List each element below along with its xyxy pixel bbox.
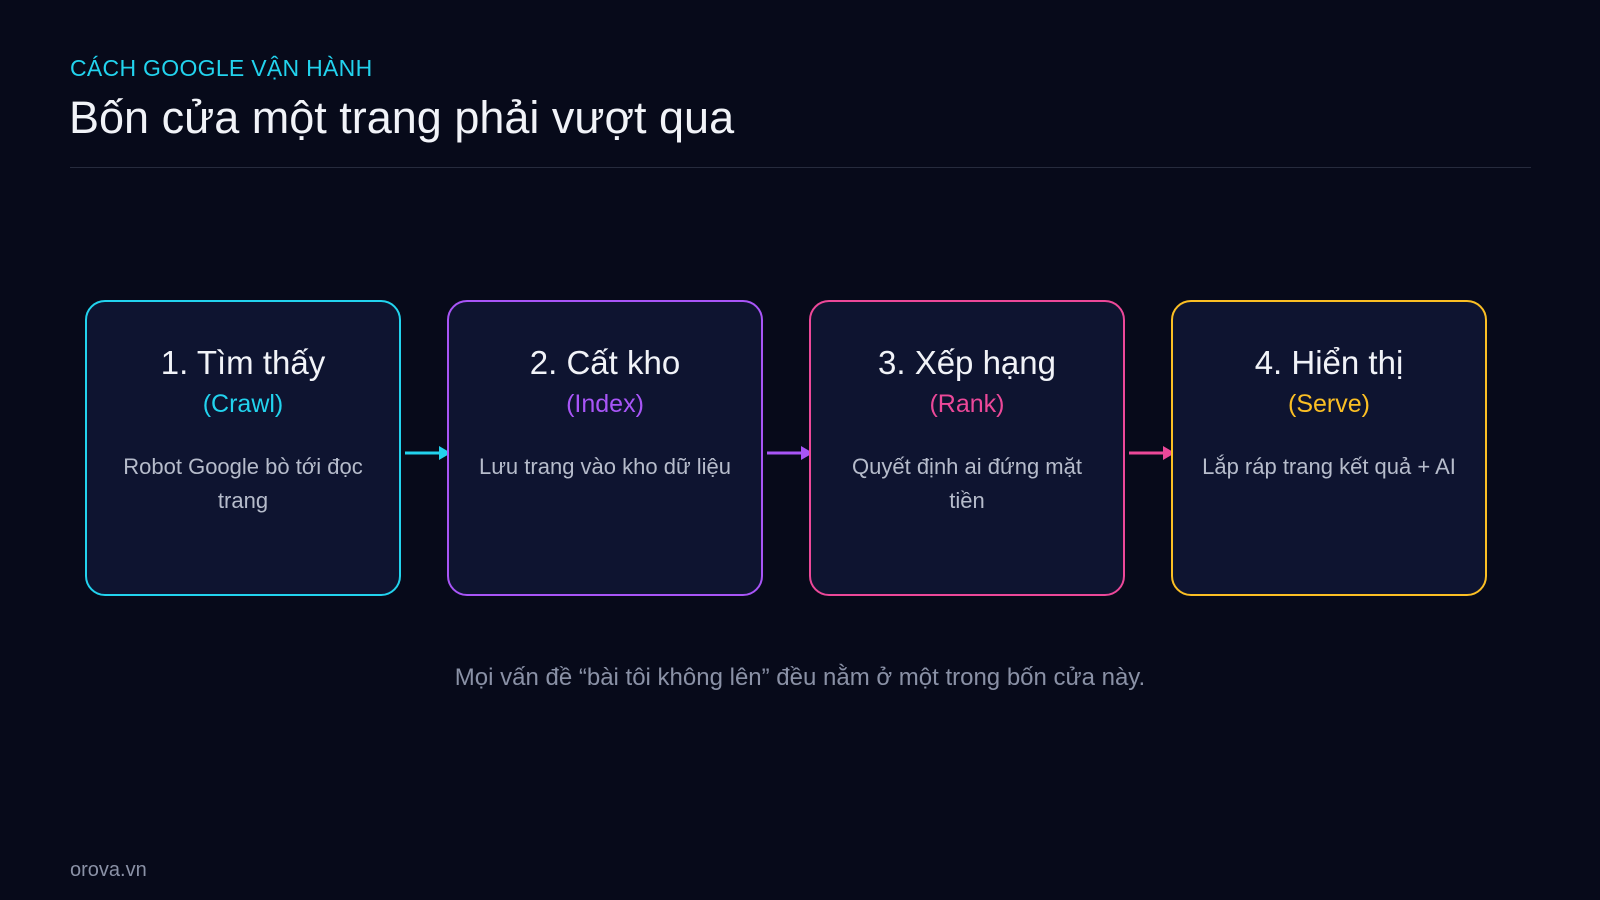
step-crawl: 1. Tìm thấy (Crawl) Robot Google bò tới …	[85, 300, 401, 596]
page-title: Bốn cửa một trang phải vượt qua	[69, 92, 735, 143]
step-title: 1. Tìm thấy	[160, 344, 326, 381]
step-subtitle: (Index)	[566, 390, 644, 418]
step-serve: 4. Hiển thị (Serve) Lắp ráp trang kết qu…	[1171, 300, 1487, 596]
arrow-right-icon	[767, 446, 813, 460]
brand-text: orova.vn	[70, 859, 147, 881]
arrow-right-icon	[405, 446, 451, 460]
step-description: Lưu trang vào kho dữ liệu	[478, 454, 732, 479]
arrow-right-icon	[1129, 446, 1175, 460]
footnote: Mọi vấn đề “bài tôi không lên” đều nằm ở…	[454, 664, 1146, 691]
section-eyebrow: CÁCH GOOGLE VẬN HÀNH	[70, 55, 373, 81]
step-description: Robot Google bò tới đọc trang	[123, 454, 363, 513]
step-description: Lắp ráp trang kết quả + AI	[1202, 454, 1456, 479]
step-subtitle: (Rank)	[929, 390, 1005, 418]
step-subtitle: (Serve)	[1288, 390, 1370, 418]
step-rank: 3. Xếp hạng (Rank) Quyết định ai đứng mặ…	[809, 300, 1125, 596]
step-title: 3. Xếp hạng	[878, 344, 1056, 381]
step-title: 2. Cất kho	[529, 344, 681, 381]
step-description: Quyết định ai đứng mặt tiền	[852, 454, 1082, 513]
step-subtitle: (Crawl)	[202, 390, 284, 418]
step-index: 2. Cất kho (Index) Lưu trang vào kho dữ …	[447, 300, 763, 596]
step-title: 4. Hiển thị	[1254, 344, 1404, 381]
process-flow: 1. Tìm thấy (Crawl) Robot Google bò tới …	[85, 300, 1516, 602]
header-divider	[70, 167, 1531, 168]
